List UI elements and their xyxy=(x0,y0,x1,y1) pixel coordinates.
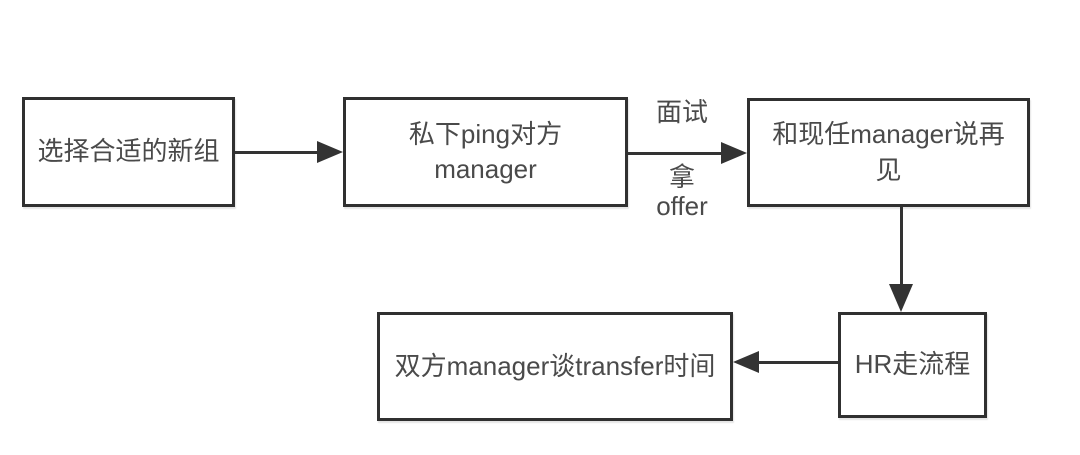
node-ping-target-manager-label: 私下ping对方 manager xyxy=(408,118,563,184)
edge-label-get: 拿 xyxy=(668,162,695,192)
node-hr-process: HR走流程 xyxy=(838,312,987,418)
arrow-ping-to-goodbye-line xyxy=(628,152,722,155)
node-say-goodbye-current-manager: 和现任manager说再 见 xyxy=(747,98,1030,207)
edge-label-interview: 面试 xyxy=(655,97,708,127)
arrow-ping-to-goodbye-head-icon xyxy=(721,142,747,164)
arrow-goodbye-to-hr-line xyxy=(900,207,903,285)
node-ping-target-manager: 私下ping对方 manager xyxy=(343,97,628,207)
node-choose-new-team-label: 选择合适的新组 xyxy=(37,136,220,167)
arrow-hr-to-talk-line xyxy=(758,361,838,364)
node-managers-discuss-transfer-time-label: 双方manager谈transfer时间 xyxy=(394,350,716,381)
node-hr-process-label: HR走流程 xyxy=(854,349,971,380)
arrow-goodbye-to-hr-head-icon xyxy=(889,284,913,312)
node-choose-new-team: 选择合适的新组 xyxy=(22,97,235,207)
arrow-choose-to-ping-head-icon xyxy=(317,141,343,163)
node-managers-discuss-transfer-time: 双方manager谈transfer时间 xyxy=(377,312,733,421)
edge-label-offer: offer xyxy=(656,191,708,221)
arrow-hr-to-talk-head-icon xyxy=(733,351,759,373)
arrow-choose-to-ping-line xyxy=(235,151,318,154)
node-say-goodbye-current-manager-label: 和现任manager说再 见 xyxy=(772,119,1005,185)
